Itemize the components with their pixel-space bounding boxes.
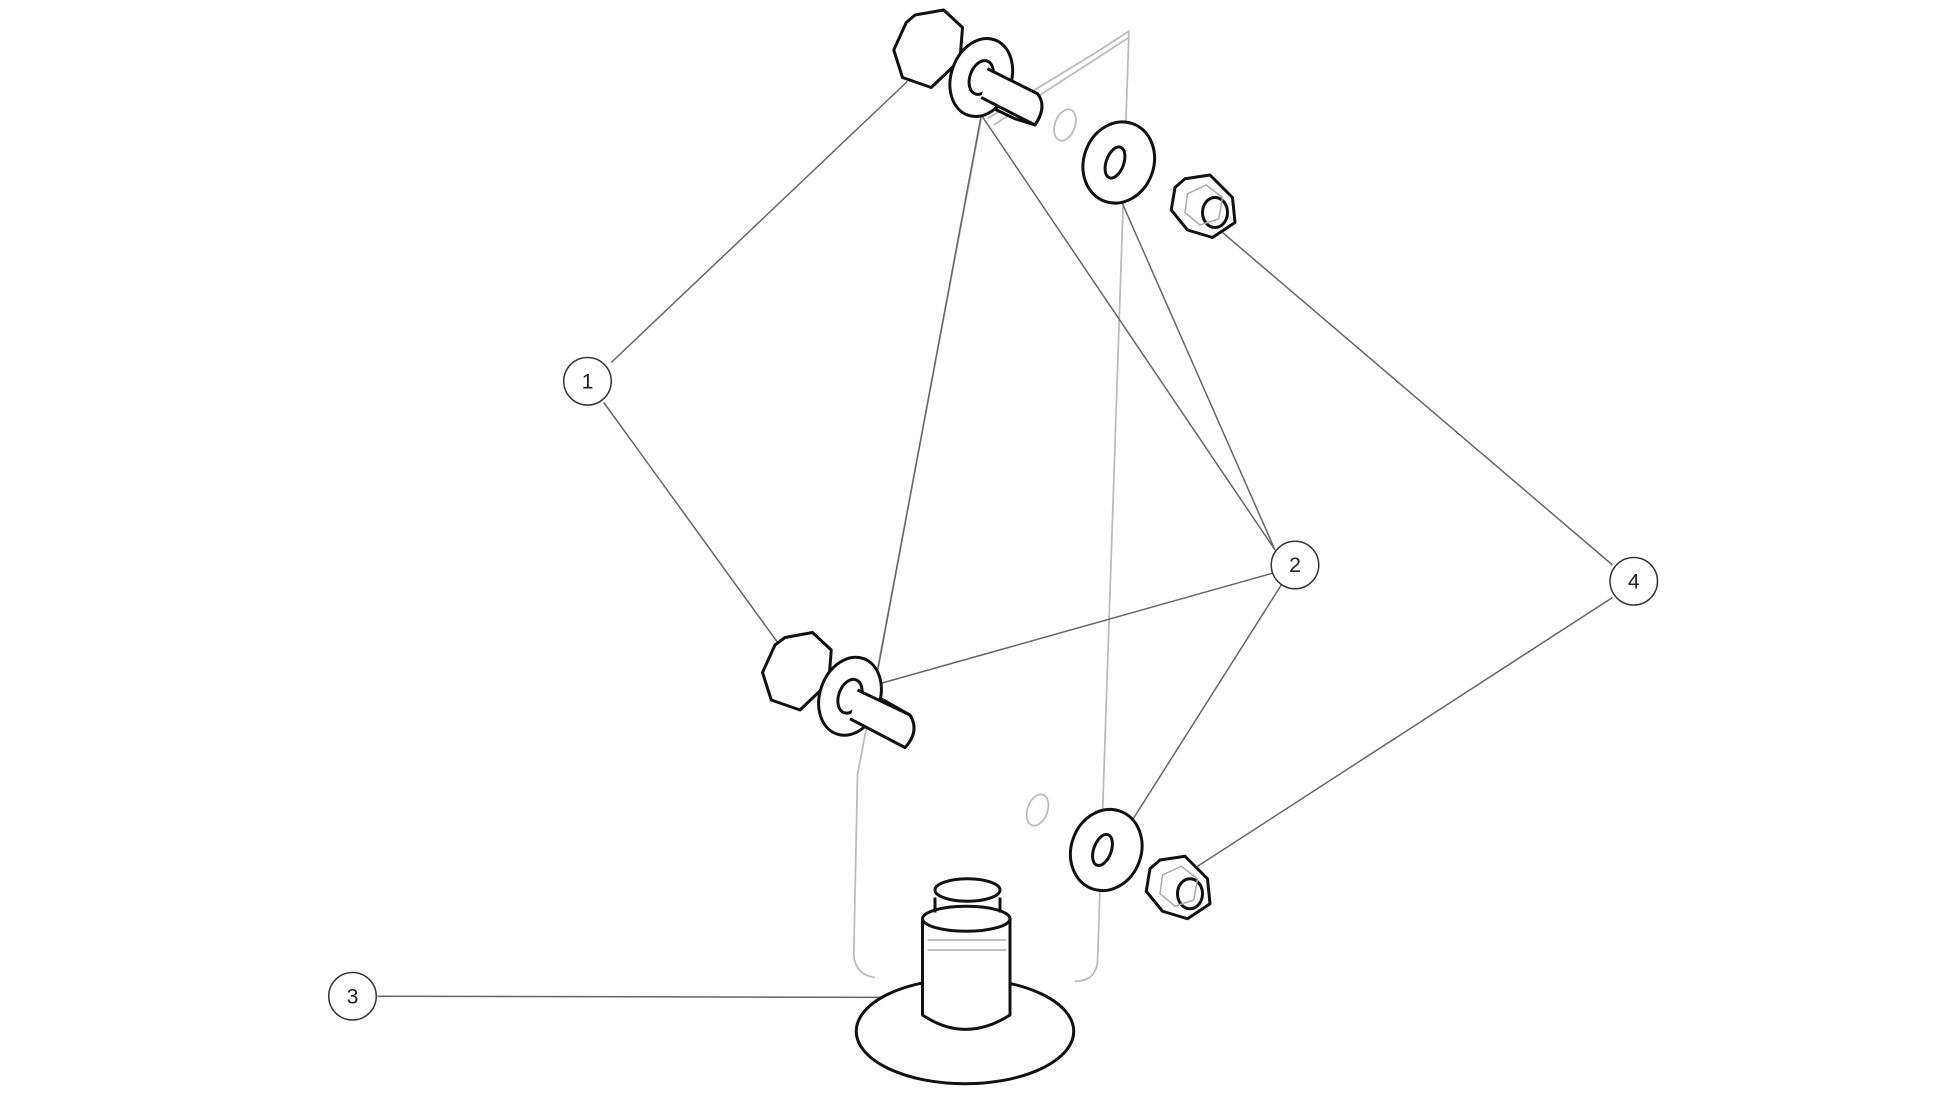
callout-4: 4 — [1609, 556, 1659, 606]
leader-lines — [377, 80, 1613, 999]
callout-label: 2 — [1289, 553, 1301, 577]
washer-top — [1081, 120, 1157, 205]
nut-bottom — [1144, 854, 1212, 921]
leveling-foot — [854, 877, 1076, 1086]
callout-label: 4 — [1628, 569, 1640, 593]
bolt-bottom — [761, 630, 916, 749]
callout-label: 1 — [582, 369, 594, 393]
mounting-plate — [852, 29, 1130, 983]
nut-top — [1169, 173, 1237, 239]
callout-2: 2 — [1270, 540, 1320, 590]
callout-3: 3 — [328, 971, 378, 1021]
washer-bottom — [1068, 807, 1144, 893]
bolt-top — [892, 8, 1044, 127]
callout-label: 3 — [347, 984, 359, 1008]
callout-1: 1 — [563, 356, 613, 406]
